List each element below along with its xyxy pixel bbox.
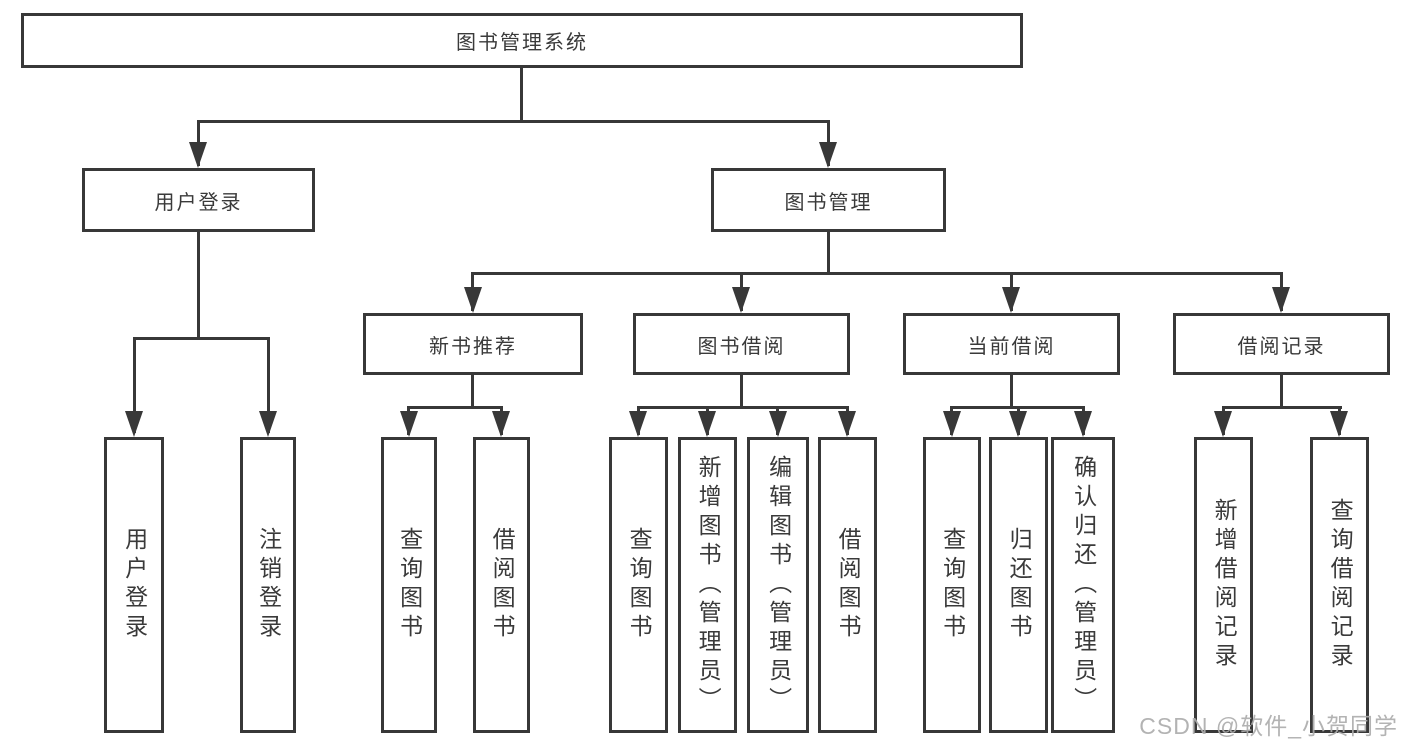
connector-line — [267, 337, 270, 433]
leaf-logout: 注销登录 — [240, 437, 296, 733]
node-label: 当前借阅 — [967, 335, 1056, 358]
leaf-label: 注销登录 — [255, 527, 282, 643]
node-label: 新书推荐 — [429, 335, 517, 358]
arrow-down-icon — [125, 411, 143, 437]
node-label: 用户登录 — [154, 191, 243, 214]
connector-line — [520, 68, 523, 120]
leaf-borrow-books-recommend: 借阅图书 — [473, 437, 530, 733]
arrow-down-icon — [189, 142, 207, 168]
leaf-label: 用户登录 — [121, 527, 148, 643]
leaf-label: 编辑图书（管理员） — [765, 454, 792, 716]
node-label: 图书借阅 — [697, 335, 786, 358]
arrow-down-icon — [1009, 411, 1027, 437]
node-library-management-system: 图书管理系统 — [21, 13, 1023, 68]
connector-line — [1222, 406, 1342, 409]
node-label: 图书管理系统 — [456, 32, 588, 54]
arrow-down-icon — [943, 411, 961, 437]
connector-line — [197, 120, 830, 123]
leaf-label: 借阅图书 — [489, 527, 516, 643]
arrow-down-icon — [492, 411, 510, 437]
arrow-down-icon — [1002, 287, 1020, 313]
node-user-login: 用户登录 — [82, 168, 315, 232]
leaf-query-books-recommend: 查询图书 — [381, 437, 437, 733]
arrow-down-icon — [1272, 287, 1290, 313]
node-book-management: 图书管理 — [711, 168, 946, 232]
arrow-down-icon — [838, 411, 856, 437]
arrow-down-icon — [464, 287, 482, 313]
connector-line — [827, 232, 830, 272]
node-borrowing-records: 借阅记录 — [1173, 313, 1390, 375]
connector-line — [133, 337, 270, 340]
leaf-label: 查询图书 — [939, 527, 966, 643]
node-label: 借阅记录 — [1237, 335, 1326, 358]
node-new-book-recommend: 新书推荐 — [363, 313, 583, 375]
arrow-down-icon — [732, 287, 750, 313]
node-book-borrowing: 图书借阅 — [633, 313, 850, 375]
connector-line — [637, 406, 849, 409]
arrow-down-icon — [629, 411, 647, 437]
connector-line — [197, 232, 200, 337]
leaf-user-login: 用户登录 — [104, 437, 164, 733]
leaf-return-book: 归还图书 — [989, 437, 1048, 733]
arrow-down-icon — [400, 411, 418, 437]
leaf-query-borrow-record: 查询借阅记录 — [1310, 437, 1369, 733]
connector-line — [471, 375, 474, 406]
leaf-query-books-borrowing: 查询图书 — [609, 437, 668, 733]
connector-line — [471, 272, 1283, 275]
connector-line — [133, 337, 136, 433]
arrow-down-icon — [259, 411, 277, 437]
connector-line — [1010, 375, 1013, 406]
leaf-query-books-current: 查询图书 — [923, 437, 981, 733]
connector-line — [408, 406, 503, 409]
leaf-add-borrow-record: 新增借阅记录 — [1194, 437, 1253, 733]
leaf-label: 查询图书 — [396, 527, 423, 643]
leaf-label: 借阅图书 — [835, 527, 862, 643]
leaf-label: 查询图书 — [626, 527, 653, 643]
leaf-add-book-admin: 新增图书（管理员） — [678, 437, 737, 733]
connector-line — [740, 375, 743, 406]
leaf-confirm-return-admin: 确认归还（管理员） — [1051, 437, 1115, 733]
arrow-down-icon — [819, 142, 837, 168]
leaf-label: 查询借阅记录 — [1327, 498, 1354, 672]
arrow-down-icon — [1074, 411, 1092, 437]
node-current-borrowing: 当前借阅 — [903, 313, 1120, 375]
arrow-down-icon — [1214, 411, 1232, 437]
arrow-down-icon — [769, 411, 787, 437]
leaf-label: 新增借阅记录 — [1211, 498, 1238, 672]
leaf-label: 确认归还（管理员） — [1070, 454, 1097, 716]
node-label: 图书管理 — [784, 191, 873, 214]
connector-line — [1280, 375, 1283, 406]
leaf-edit-book-admin: 编辑图书（管理员） — [747, 437, 809, 733]
arrow-down-icon — [1330, 411, 1348, 437]
arrow-down-icon — [698, 411, 716, 437]
watermark: CSDN @软件_小贺同学 — [1139, 713, 1398, 739]
leaf-label: 归还图书 — [1006, 527, 1033, 643]
leaf-borrow-books-borrowing: 借阅图书 — [818, 437, 877, 733]
leaf-label: 新增图书（管理员） — [695, 454, 722, 716]
